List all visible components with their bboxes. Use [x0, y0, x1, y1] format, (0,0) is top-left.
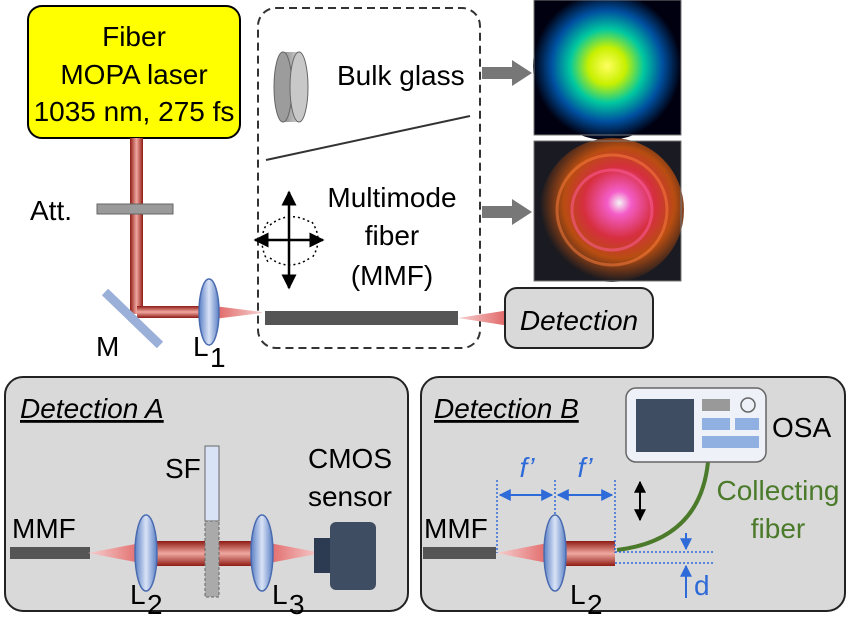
osa-label: OSA — [772, 412, 831, 443]
arrow-to-image-bottom — [482, 199, 532, 225]
detection-box — [504, 287, 654, 349]
focal-length-2: f’ — [577, 452, 593, 483]
laser-source: Fiber MOPA laser 1035 nm, 275 fs — [27, 5, 241, 139]
lens2-a-label: L — [130, 579, 146, 610]
fiber-manipulation-icon — [253, 190, 325, 290]
focal-length-1: f’ — [519, 452, 535, 483]
spectral-filter-holder — [204, 520, 220, 598]
cmos-camera — [314, 522, 376, 590]
lens3-sub: 3 — [289, 589, 305, 617]
attenuator — [96, 203, 174, 215]
detection-a-fiber — [10, 547, 90, 559]
divider-line — [265, 115, 471, 161]
mmf-label-line3: (MMF) — [351, 260, 433, 291]
detection-b-mmf-label: MMF — [424, 513, 488, 544]
laser-line3: 1035 nm, 275 fs — [34, 96, 235, 127]
sf-label: SF — [165, 453, 201, 484]
sample-box — [257, 7, 481, 349]
mmf-label-line1: Multimode — [327, 182, 456, 213]
lens2-b-label: L — [570, 579, 586, 610]
lens-l3 — [250, 514, 274, 592]
cmos-label-line2: sensor — [308, 481, 392, 512]
beam-vertical — [130, 138, 143, 314]
output-image-mmf — [533, 138, 684, 282]
detection-a-cone-out — [264, 542, 322, 564]
spectral-filter — [204, 445, 220, 522]
osa-device — [625, 387, 767, 463]
collecting-label-line2: fiber — [751, 513, 805, 544]
mirror-label: M — [96, 331, 119, 362]
bulk-glass-sample — [273, 51, 309, 123]
lens1-label: L — [193, 331, 209, 362]
lens-l2-b — [543, 514, 567, 592]
detection-a-mmf-label: MMF — [12, 513, 76, 544]
multimode-fiber — [265, 311, 458, 325]
laser-line2: MOPA laser — [60, 59, 207, 90]
mmf-label-line2: fiber — [365, 220, 419, 251]
collecting-label-line1: Collecting — [717, 475, 840, 506]
collecting-fiber — [616, 461, 710, 552]
lens2-b-sub: 2 — [587, 589, 603, 617]
output-cone — [458, 310, 510, 326]
detection-a-cone-in — [88, 542, 146, 564]
output-image-bulk — [533, 0, 682, 140]
detection-b-title: Detection B — [434, 393, 579, 424]
beam-horizontal — [137, 306, 207, 318]
lens-l1 — [198, 278, 220, 346]
offset-d-label: d — [694, 570, 710, 601]
mirror — [101, 288, 164, 349]
arrow-to-image-top — [482, 60, 532, 86]
detection-label: Detection — [520, 305, 638, 336]
cmos-label-line1: CMOS — [308, 443, 392, 474]
lens1-sub: 1 — [210, 342, 226, 373]
lens3-label: L — [272, 579, 288, 610]
bulk-glass-label: Bulk glass — [337, 60, 465, 91]
detection-a-title: Detection A — [20, 393, 164, 424]
lens2-a-sub: 2 — [147, 589, 163, 617]
laser-line1: Fiber — [102, 21, 166, 52]
beam-focus — [214, 306, 262, 319]
detection-b-cone-in — [496, 542, 553, 564]
detection-b-fiber — [423, 547, 496, 559]
att-label: Att. — [30, 195, 72, 226]
lens-l2-a — [134, 514, 158, 592]
